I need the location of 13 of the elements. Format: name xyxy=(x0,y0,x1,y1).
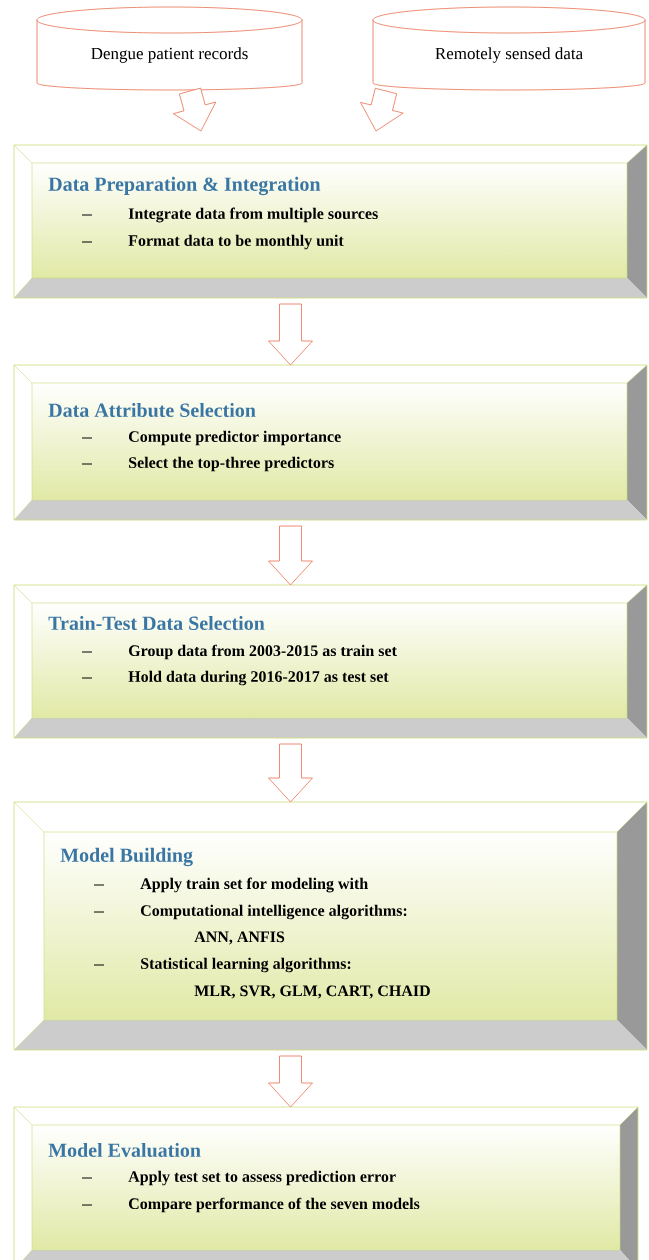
block-arrow xyxy=(173,87,217,132)
database-cylinder: Remotely sensed data xyxy=(372,6,646,91)
block-arrow xyxy=(268,303,313,366)
database-cylinder: Dengue patient records xyxy=(36,6,303,91)
process-box: Data Attribute Selection Compute predictor importance Select the top-three predictors xyxy=(13,364,648,521)
block-arrow xyxy=(268,743,313,803)
process-box: Model Evaluation Apply test set to assess prediction error Compare performance of the seven models xyxy=(13,1106,639,1260)
process-box: Data Preparation & Integration Integrate data from multiple sources Format data to be monthly unit xyxy=(13,144,648,299)
block-arrow xyxy=(360,87,404,132)
block-arrow xyxy=(268,1055,313,1108)
process-box: Model Building Apply train set for modeling with Computational intelligence algorithms: ANN, ANFIS Statistical learning algorithms: MLR, SVR, GLM, CART, CHAID xyxy=(13,801,648,1051)
block-arrow xyxy=(268,525,313,586)
process-box: Train-Test Data Selection Group data from 2003-2015 as train set Hold data during 2016-2017 as test set xyxy=(13,584,648,739)
